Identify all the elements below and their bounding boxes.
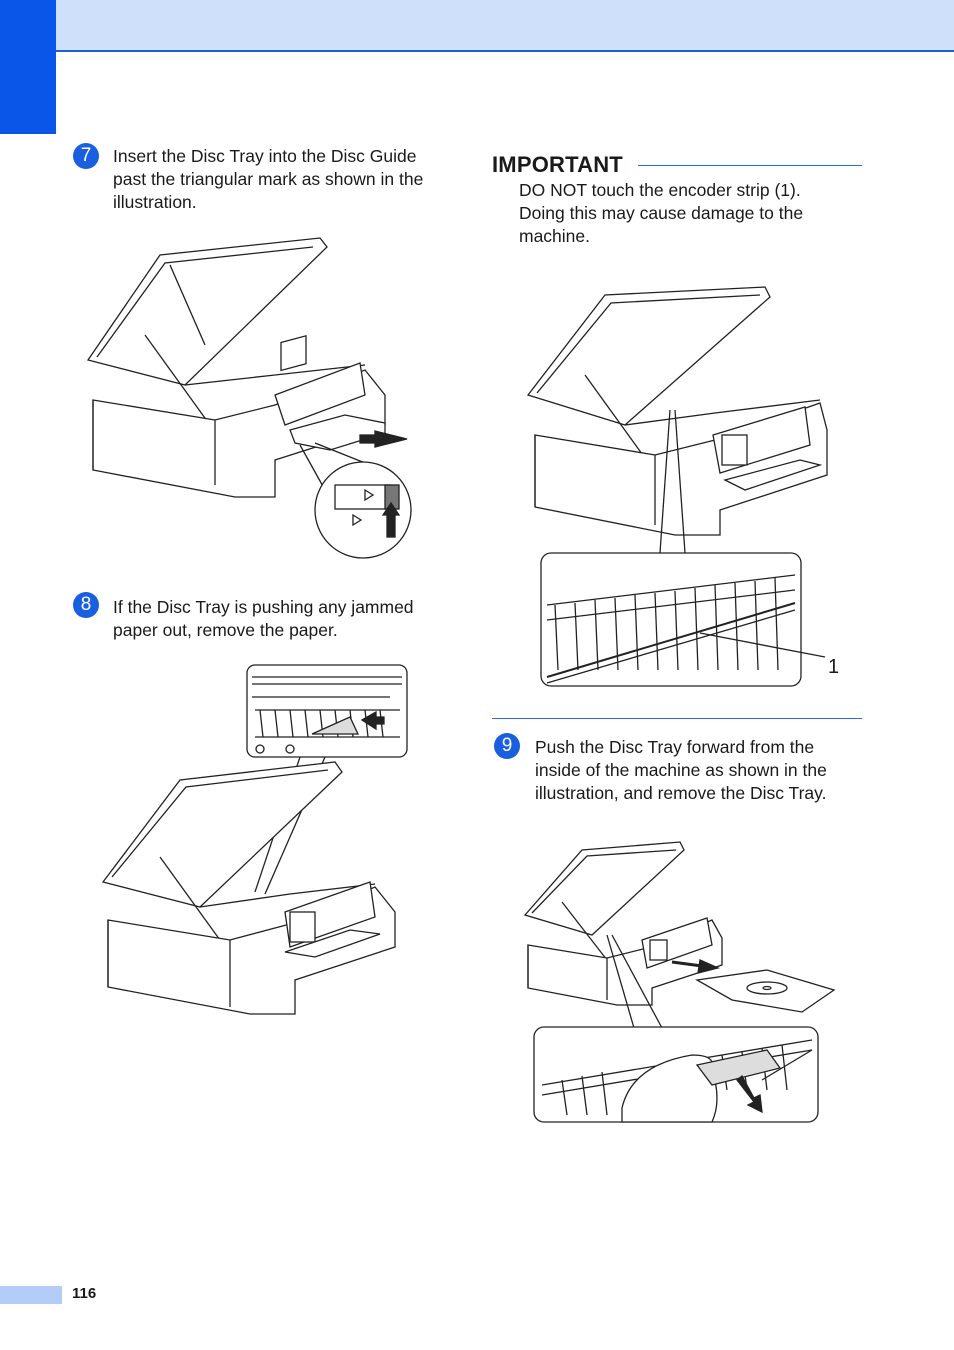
illustration-remove-jammed-paper: [100, 662, 415, 1017]
illustration-insert-disc-tray: [85, 235, 420, 565]
important-rule: [638, 165, 862, 166]
section-divider: [492, 718, 862, 719]
step-number-7: 7: [73, 143, 99, 169]
step-number-8: 8: [73, 592, 99, 618]
page-number: 116: [72, 1285, 97, 1302]
encoder-strip-callout-label: 1: [828, 656, 840, 678]
page-number-band: [0, 1286, 62, 1304]
step-8-text: If the Disc Tray is pushing any jammed p…: [113, 597, 414, 640]
important-text: DO NOT touch the encoder strip (1). Doin…: [519, 180, 804, 246]
step-9-text: Push the Disc Tray forward from the insi…: [535, 737, 827, 803]
step-number-9: 9: [494, 733, 520, 759]
important-title: IMPORTANT: [492, 152, 623, 177]
header-band: [0, 0, 954, 52]
illustration-remove-disc-tray: [522, 840, 837, 1125]
illustration-encoder-strip: [525, 285, 835, 690]
step-7-text: Insert the Disc Tray into the Disc Guide…: [113, 146, 424, 212]
chapter-tab: [0, 0, 56, 134]
